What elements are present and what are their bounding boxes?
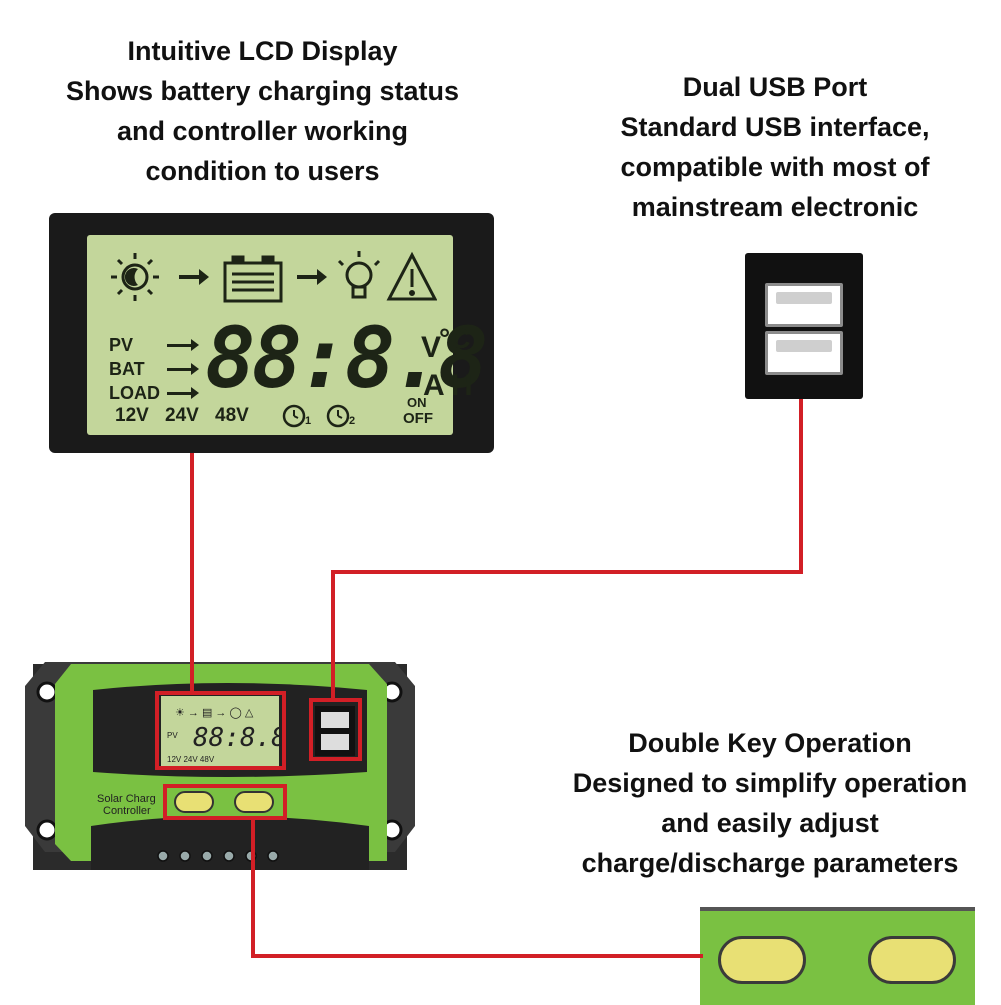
arrow-right-icon [167, 339, 199, 351]
solar-charge-controller: ☀ → ▤ → ◯ △ PV 88:8.8 12V 24V 48V Solar … [25, 662, 415, 870]
key-button-right [868, 936, 956, 984]
lcd-segment-digits: 88:8.8 [205, 309, 488, 407]
lcd-icon-row [111, 251, 437, 303]
svg-text:88:8.8: 88:8.8 [193, 723, 287, 753]
lcd-unit-c: °C [439, 323, 471, 354]
usb-callout-line: mainstream electronic [631, 192, 919, 222]
usb-port-zoom [745, 253, 863, 399]
device-label-line2: Controller [103, 805, 151, 817]
device-key-1 [174, 791, 214, 813]
battery-icon [223, 255, 283, 303]
arrow-right-icon [167, 387, 199, 399]
usb-port-1 [765, 283, 843, 327]
lcd-callout-line: condition to users [145, 156, 380, 186]
lcd-screen: PV BAT LOAD 88:8.8 V °C A H 12V 24V 48V … [87, 235, 488, 435]
usb-callout-text: Dual USB Port Standard USB interface, co… [570, 67, 980, 227]
lcd-24v: 24V [165, 405, 199, 426]
lcd-arrows [167, 339, 199, 399]
key-callout-text: Double Key Operation Designed to simplif… [540, 723, 1000, 883]
svg-text:PV: PV [167, 731, 178, 740]
lcd-callout-line: and controller working [116, 116, 409, 146]
lcd-pv-label: PV [109, 335, 134, 355]
keys-zoom [700, 907, 975, 1005]
bulb-icon [337, 251, 381, 299]
arrow-right-icon [179, 269, 209, 285]
lcd-12v: 12V [115, 405, 149, 426]
lcd-display-zoom: PV BAT LOAD 88:8.8 V °C A H 12V 24V 48V … [49, 213, 494, 453]
usb-callout-line: Standard USB interface, [620, 112, 930, 142]
warning-icon [386, 251, 437, 301]
svg-text:☀ → ▤ → ◯ △: ☀ → ▤ → ◯ △ [175, 707, 254, 719]
key-button-left [718, 936, 806, 984]
sun-moon-icon [111, 253, 159, 301]
key-callout-title: Double Key Operation [628, 728, 912, 758]
lcd-load-label: LOAD [109, 383, 160, 403]
key-callout-line: and easily adjust [661, 808, 879, 838]
lcd-unit-h: H [451, 369, 473, 402]
lcd-callout-text: Intuitive LCD Display Shows battery char… [20, 31, 505, 191]
usb-callout-line: compatible with most of [620, 152, 930, 182]
lcd-48v: 48V [215, 405, 249, 426]
device-label-line1: Solar Charg [97, 793, 156, 805]
usb-port-2 [765, 331, 843, 375]
key-callout-line: charge/discharge parameters [581, 848, 959, 878]
usb-callout-title: Dual USB Port [682, 72, 868, 102]
alarm-clock-icon [282, 404, 306, 428]
lcd-unit-v: V [421, 331, 442, 364]
lcd-unit-a: A [423, 369, 445, 402]
lcd-timer2-sub: 2 [349, 415, 356, 427]
svg-text:12V 24V 48V: 12V 24V 48V [167, 755, 215, 764]
lcd-timer1-sub: 1 [305, 415, 312, 427]
lcd-callout-line: Shows battery charging status [65, 76, 460, 106]
key-callout-line: Designed to simplify operation [572, 768, 968, 798]
device-key-2 [234, 791, 274, 813]
lcd-callout-title: Intuitive LCD Display [127, 36, 398, 66]
lcd-off: OFF [403, 410, 433, 427]
arrow-right-icon [297, 269, 327, 285]
arrow-right-icon [167, 363, 199, 375]
lcd-on: ON [407, 395, 427, 410]
lcd-bat-label: BAT [109, 359, 145, 379]
